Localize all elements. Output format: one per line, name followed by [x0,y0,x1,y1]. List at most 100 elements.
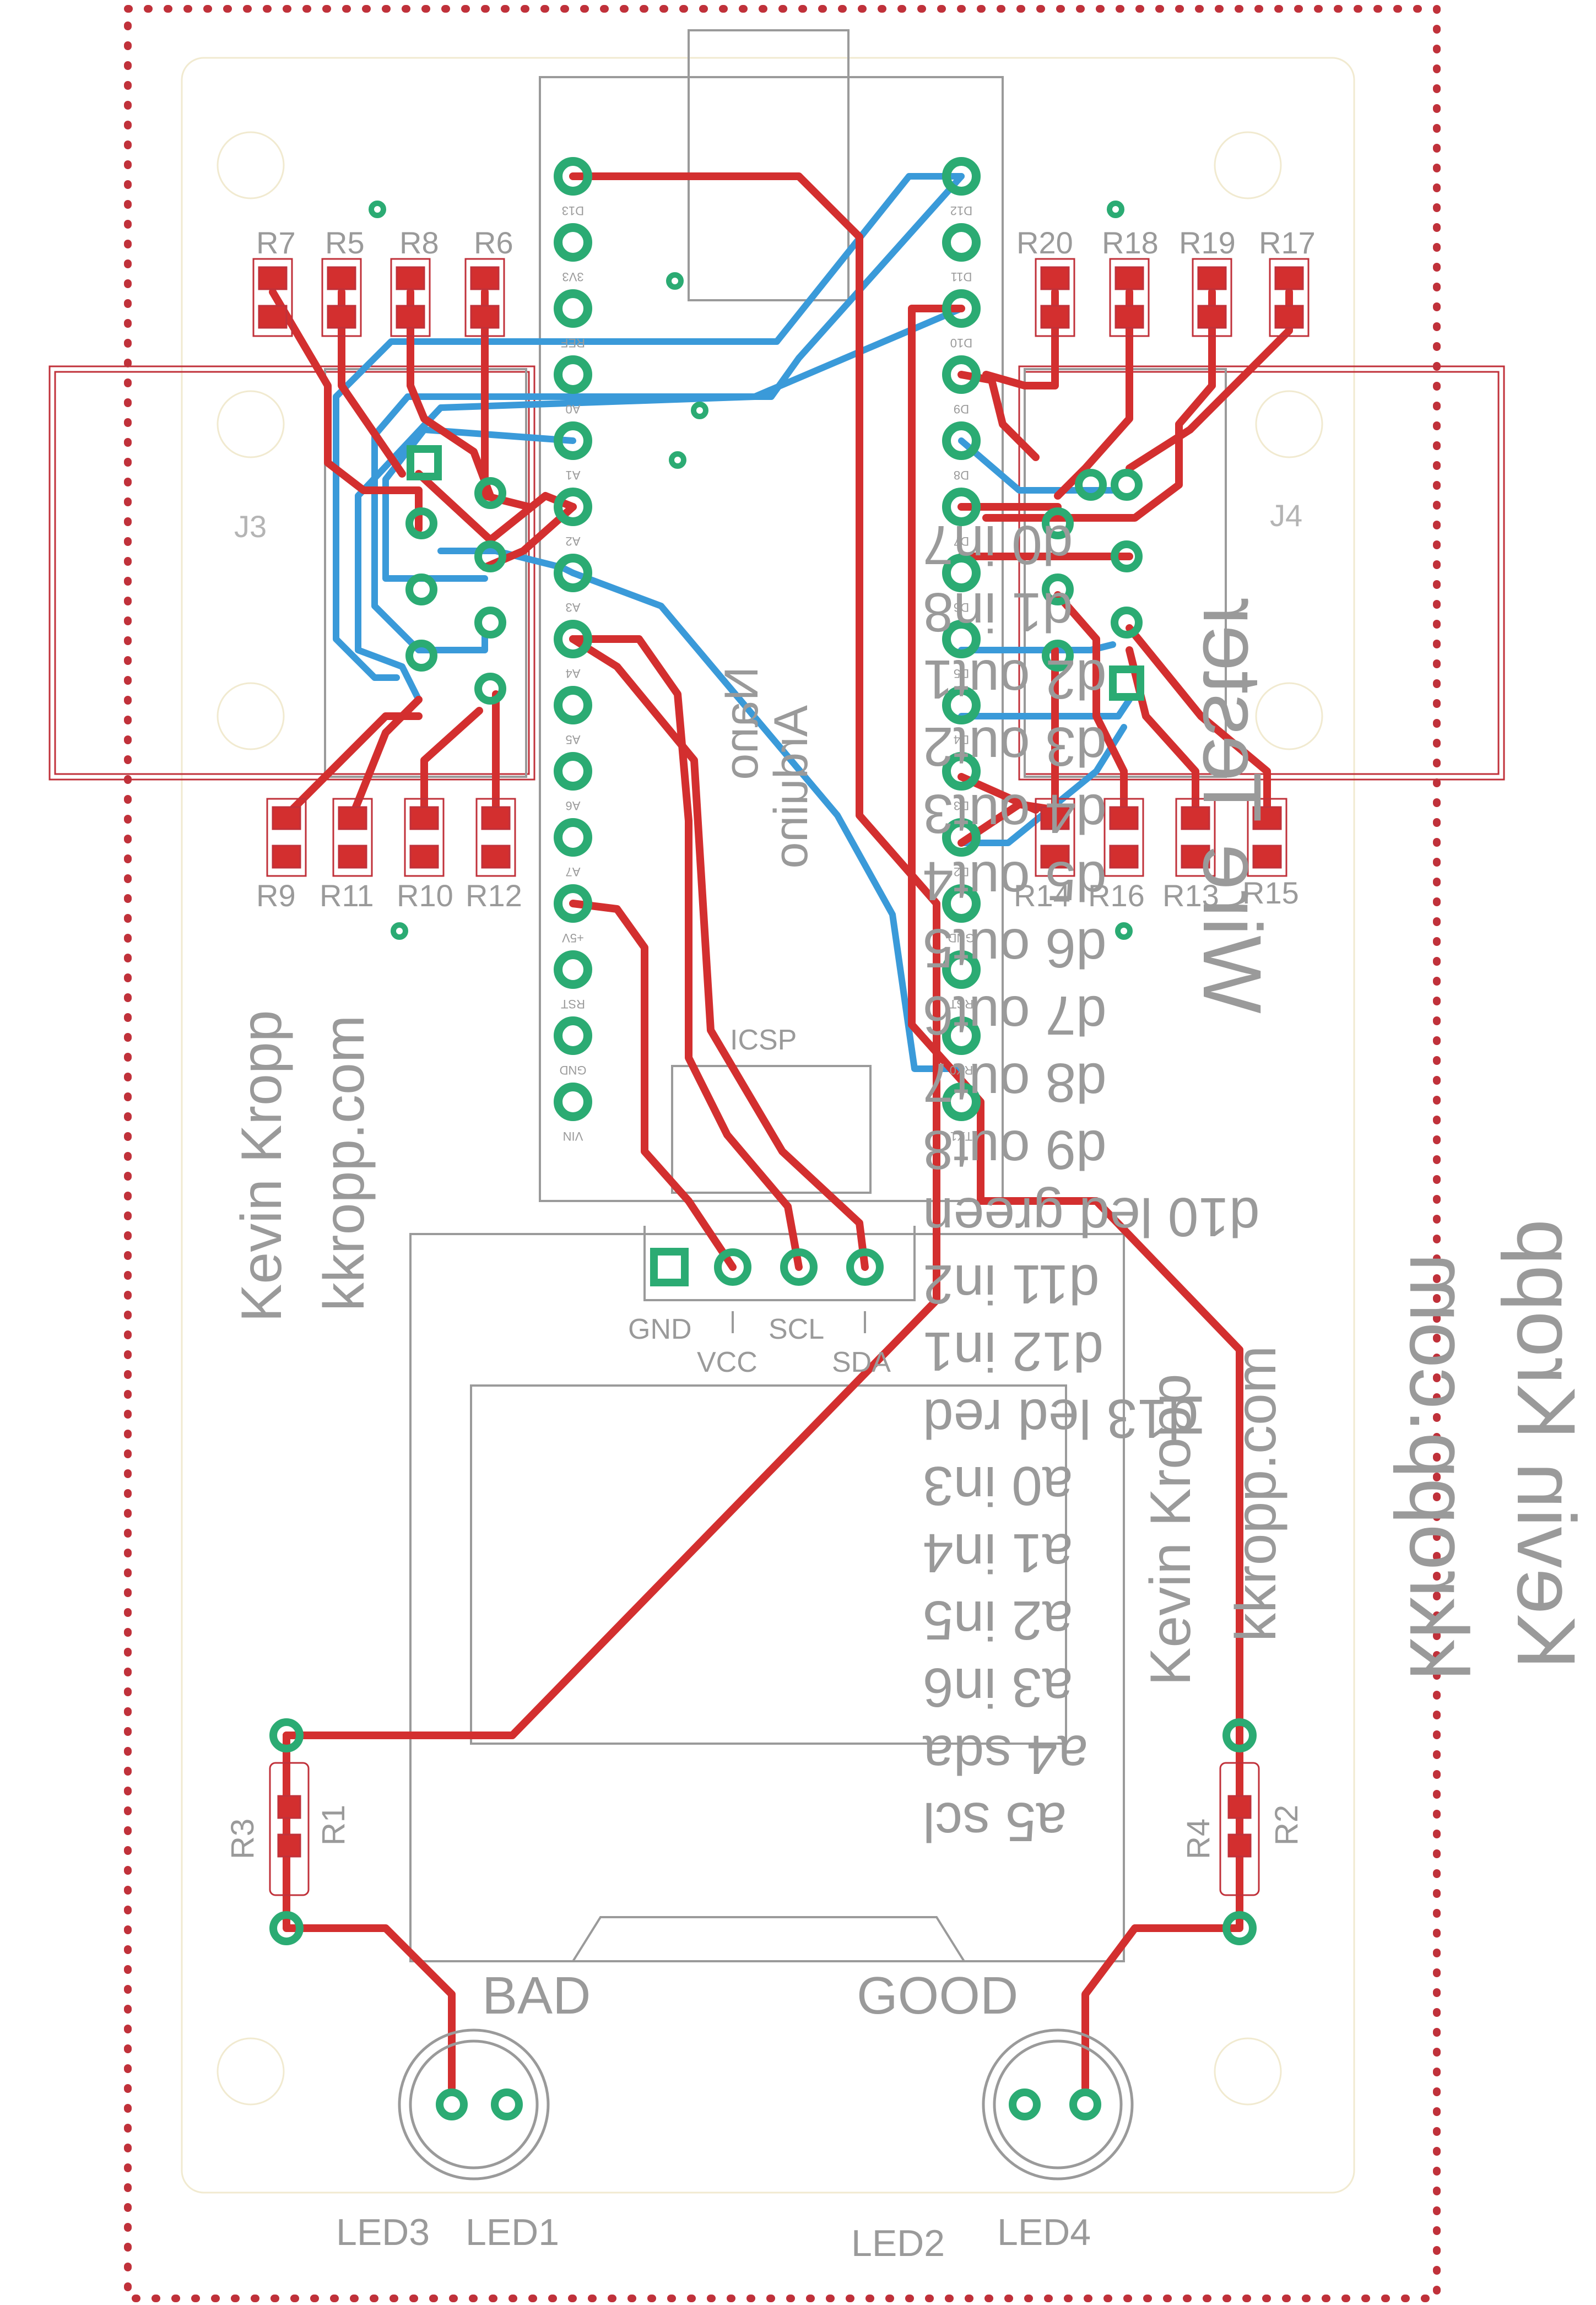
nano-pin-label: D11 [951,270,972,284]
nano-pin-label: RST [561,997,585,1011]
nano-pin-label: A6 [566,799,581,813]
credit-left-url: kkropp.com [312,1015,376,1311]
label-r2: R2 [1269,1805,1305,1846]
pinmap-line: d13 led red [923,1388,1198,1449]
oled-header-pads [650,1248,884,1286]
label-r18: R18 [1102,225,1159,260]
pinmap-line: d9 out8 [923,1119,1107,1181]
led-bad-label: BAD [482,1966,591,2025]
module-nano: Nano [715,667,768,780]
oled-pin-gnd: GND [628,1313,692,1345]
led2-label: LED2 [851,2222,945,2264]
pinmap-line: a0 in3 [923,1455,1073,1517]
nano-left-pins [554,157,592,1121]
credit-left-name: Kevin Kropp [230,1010,294,1322]
label-r16: R16 [1088,878,1145,913]
label-r4: R4 [1181,1819,1216,1859]
label-r10: R10 [397,878,453,913]
nano-pin-label: D3 [954,799,969,813]
nano-pin-label: D5 [954,667,969,680]
nano-pin-label: D10 [950,336,972,350]
label-r6: R6 [474,225,513,260]
label-j3: J3 [234,509,267,544]
label-r14: R14 [1014,878,1070,913]
nano-pin-label: GND [948,931,975,945]
pinmap-line: d10 led green [923,1186,1260,1248]
pinmap-line: d11 in2 [923,1253,1100,1315]
nano-pin-label: A4 [566,667,581,680]
pinmap-line: d4 out3 [923,783,1107,845]
credit-right-url: kkropp.com [1224,1345,1288,1642]
nano-pin-label: REF [561,336,585,350]
led-good-label: GOOD [857,1966,1018,2025]
pinmap-line: d3 out2 [923,716,1107,777]
oled-pin-sda: SDA [832,1346,891,1378]
nano-right-pins [942,157,981,1121]
led-good-outline [982,2028,1134,2180]
label-r13: R13 [1162,878,1219,913]
pinmap-line: a1 in4 [923,1522,1073,1584]
enclosure-outline [181,57,1355,2194]
nano-pin-label: D2 [954,865,969,879]
nano-pin-label: A7 [566,865,581,879]
pinmap-line: d12 in1 [923,1321,1103,1382]
nano-pin-label: D13 [562,204,584,218]
nano-pin-label: D7 [954,534,969,548]
led4-label: LED4 [997,2211,1091,2253]
pinmap-line: d7 out6 [923,984,1107,1046]
label-r11: R11 [320,878,374,913]
board-outline [124,5,1441,2302]
nano-pin-label: D6 [954,600,969,614]
oled-connector-outline [643,1226,916,1301]
smd-resistors [258,266,1304,1858]
nano-pin-label: +5V [562,931,584,945]
nano-pin-label: A2 [566,534,581,548]
nano-pin-label: D12 [950,204,972,218]
pinmap-line: d0 in7 [923,514,1073,576]
led3-label: LED3 [336,2211,430,2253]
led1-label: LED1 [466,2211,559,2253]
label-r12: R12 [466,878,522,913]
pinmap-line: a3 in6 [923,1657,1073,1718]
usb-outline [688,29,850,301]
label-r19: R19 [1179,225,1236,260]
label-r9: R9 [256,878,296,913]
pinmap-line: d6 out5 [923,917,1107,979]
nano-pin-label: RST [949,997,973,1011]
top-copper-traces [269,172,1293,2092]
pinmap-line: d1 in8 [923,581,1073,643]
pinmap-line: a5 scl [923,1791,1067,1853]
nano-pin-label: VIN [563,1129,583,1143]
nano-pin-label: A1 [566,468,581,482]
label-r7: R7 [256,225,296,260]
nano-pin-label: A3 [566,600,581,614]
credit-right-name: Kevin Kropp [1139,1373,1203,1686]
credit-mirror-name: Kevin Kropp [1500,1219,1593,1669]
label-r15: R15 [1242,875,1299,910]
nano-pin-label: A0 [566,402,581,416]
oled-ribbon [572,1916,965,1962]
resistor-through-pads [269,1718,1257,2120]
connector-j3 [48,365,535,781]
vias [369,201,1133,940]
resistor-outlines [252,258,1310,1896]
pinmap-line: a4 sda [923,1724,1089,1785]
label-r8: R8 [399,225,439,260]
nano-pin-label: TX1 [950,1129,972,1143]
icsp-label: ICSP [730,1024,797,1056]
oled-outline [409,1233,1125,1962]
label-r1: R1 [316,1805,351,1846]
label-r5: R5 [325,225,365,260]
title-wire-tester: Wire Tester [1186,597,1279,1014]
oled-screen [470,1384,1067,1745]
pinmap-line: d5 out4 [923,850,1107,912]
pinmap-line: d2 out1 [923,648,1107,710]
oled-pin-ticks [732,1311,866,1333]
label-r20: R20 [1016,225,1073,260]
credit-mirror-url: kkropp.com [1393,1253,1485,1680]
oled-pin-scl: SCL [769,1313,824,1345]
